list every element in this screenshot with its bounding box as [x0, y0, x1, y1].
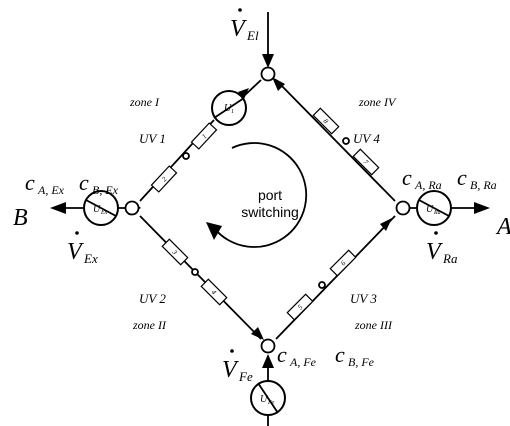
svg-text:c: c	[277, 342, 287, 367]
svg-text:c: c	[25, 170, 35, 195]
rotation-arc	[213, 142, 308, 248]
conc-label-b-fe: c B, Fe	[335, 342, 375, 369]
valve-dot-uv2	[191, 268, 199, 276]
svg-text:U: U	[260, 394, 268, 405]
extract-arrowhead	[50, 202, 66, 214]
zone-3-label: zone III	[354, 318, 393, 332]
conc-label-a-ra: c A, Ra	[402, 165, 442, 192]
svg-text:3: 3	[170, 248, 179, 257]
stream-label-extract: V Ex	[67, 231, 98, 266]
feed-arrowhead	[262, 354, 274, 368]
svg-text:V: V	[426, 239, 443, 265]
port-switching-arrow: port switching	[206, 142, 308, 248]
column-4: 4	[200, 278, 228, 306]
svg-text:6: 6	[339, 259, 347, 267]
svg-text:Ra: Ra	[433, 210, 441, 216]
raffinate-arrowhead	[474, 202, 490, 214]
svg-text:Fe: Fe	[238, 369, 253, 384]
arrow-to-top-node	[272, 77, 285, 91]
svg-text:1: 1	[200, 132, 208, 140]
valve-dot-uv3	[318, 281, 326, 289]
svg-text:4: 4	[210, 288, 218, 296]
valve-label-uv1: UV 1	[139, 131, 166, 146]
valve-dots	[182, 137, 350, 289]
valve-dot-uv4	[342, 137, 350, 145]
column-2: 2	[150, 165, 178, 193]
pump-u1: U 1	[211, 90, 247, 126]
svg-text:5: 5	[296, 303, 304, 311]
zone-1-label: zone I	[129, 95, 160, 109]
port-label-left: B	[13, 205, 28, 231]
columns: 1 2 3 4 5 6 7 8	[150, 107, 380, 321]
pump-u-ra: U Ra	[416, 190, 452, 226]
column-5: 5	[286, 293, 314, 321]
column-3: 3	[161, 238, 189, 266]
junction-nodes	[124, 66, 411, 354]
node-top	[260, 66, 276, 82]
svg-text:c: c	[457, 165, 467, 190]
svg-text:A, Ex: A, Ex	[37, 183, 65, 197]
arrow-to-right-node	[380, 218, 392, 231]
arrow-to-bottom-node	[251, 327, 264, 340]
column-8: 8	[312, 107, 340, 135]
conc-label-b-ex: c B, Ex	[79, 170, 119, 197]
node-right	[395, 200, 411, 216]
svg-text:8: 8	[322, 117, 330, 125]
svg-text:Fe: Fe	[267, 400, 275, 406]
svg-text:c: c	[402, 165, 412, 190]
center-label-line2: switching	[241, 204, 299, 220]
port-label-right: A	[495, 214, 510, 240]
node-bottom	[260, 338, 276, 354]
valve-label-uv2: UV 2	[139, 291, 166, 306]
svg-text:B, Fe: B, Fe	[348, 355, 375, 369]
valve-dot-uv1	[182, 152, 190, 160]
rotation-arrowhead	[206, 222, 222, 240]
svg-text:U: U	[93, 204, 101, 215]
svg-text:2: 2	[160, 175, 169, 183]
svg-text:Ex: Ex	[83, 251, 98, 266]
svg-text:c: c	[79, 170, 89, 195]
conc-label-b-ra: c B, Ra	[457, 165, 497, 192]
arrow-to-u1	[238, 88, 249, 99]
svg-text:U: U	[224, 103, 232, 114]
pump-u-fe: U Fe	[250, 380, 286, 416]
svg-text:Ex: Ex	[100, 210, 108, 216]
svg-text:1: 1	[231, 109, 234, 115]
stream-label-raffinate: V Ra	[426, 231, 458, 266]
svg-text:El: El	[246, 28, 259, 43]
svg-text:7: 7	[362, 158, 370, 166]
valve-label-uv4: UV 4	[353, 131, 380, 146]
column-1: 1	[190, 122, 218, 150]
column-7: 7	[352, 148, 380, 176]
pipe-top-u1	[243, 79, 262, 97]
svg-text:V: V	[230, 16, 247, 42]
valve-label-uv3: UV 3	[350, 291, 377, 306]
svg-text:B, Ex: B, Ex	[92, 183, 119, 197]
column-6: 6	[329, 249, 357, 277]
svg-text:V: V	[222, 357, 239, 383]
svg-text:U: U	[426, 204, 434, 215]
conc-label-a-ex: c A, Ex	[25, 170, 65, 197]
svg-text:V: V	[67, 239, 84, 265]
center-label-line1: port	[258, 187, 282, 203]
node-left	[124, 200, 140, 216]
pump-u-ex: U Ex	[83, 190, 119, 226]
conc-label-a-fe: c A, Fe	[277, 342, 317, 369]
stream-label-eluent: V El	[230, 8, 259, 43]
svg-text:B, Ra: B, Ra	[470, 178, 497, 192]
eluent-arrowhead	[262, 54, 274, 68]
svg-text:A, Fe: A, Fe	[289, 355, 317, 369]
pipe-zone2	[139, 215, 262, 340]
zone-4-label: zone IV	[358, 95, 397, 109]
svg-text:Ra: Ra	[442, 251, 458, 266]
stream-label-feed: V Fe	[222, 349, 253, 384]
zone-2-label: zone II	[132, 318, 167, 332]
svg-text:c: c	[335, 342, 345, 367]
svg-text:A, Ra: A, Ra	[414, 178, 442, 192]
pipe-zone4	[275, 79, 396, 202]
